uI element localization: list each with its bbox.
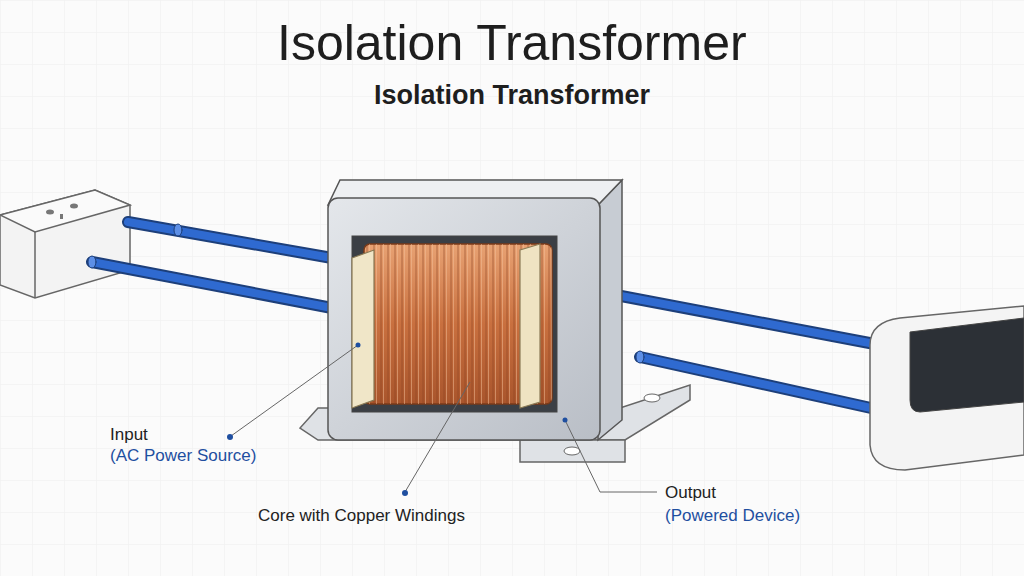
copper-winding — [352, 244, 552, 408]
diagram-subtitle: Isolation Transformer — [374, 80, 650, 111]
leader-line — [231, 345, 657, 492]
powered-device — [870, 306, 1024, 470]
leader-dot — [227, 343, 568, 497]
part-label: Output — [665, 483, 716, 503]
part-note: (Powered Device) — [665, 506, 800, 526]
part-label: Input — [110, 425, 148, 445]
output-cable — [600, 292, 880, 410]
input-cable — [88, 222, 332, 308]
diagram-title: Isolation Transformer — [277, 14, 747, 72]
transformer-housing — [328, 180, 622, 440]
wall-outlet — [0, 190, 130, 298]
part-note: (AC Power Source) — [110, 446, 256, 466]
part-label: Core with Copper Windings — [258, 506, 465, 526]
